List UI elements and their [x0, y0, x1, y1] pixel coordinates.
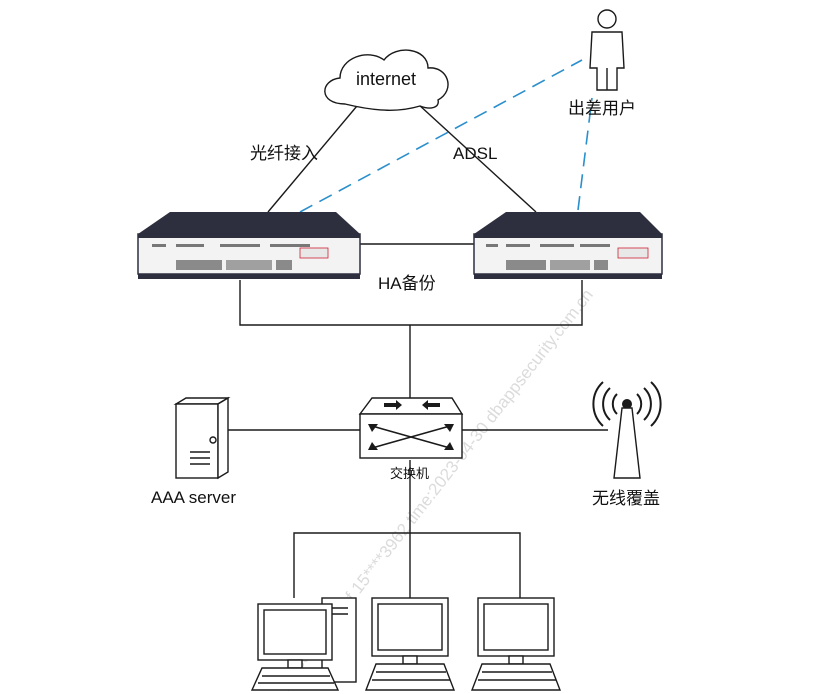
vpn-link-fw1: [299, 59, 583, 213]
vpn-lines: [299, 59, 593, 213]
adsl-label: ADSL: [453, 144, 497, 163]
server-icon: [173, 396, 231, 480]
firewall-device-2: [473, 212, 663, 279]
person-icon: [589, 9, 625, 91]
fiber-label: 光纤接入: [250, 144, 318, 163]
link-firewalls-to-bus: [239, 280, 583, 326]
wireless-label: 无线覆盖: [592, 489, 660, 508]
remote-user-label: 出差用户: [568, 99, 636, 118]
server-label: AAA server: [151, 488, 236, 507]
switch-icon: [358, 397, 464, 459]
cloud-label: internet: [356, 69, 416, 89]
connection-lines: [228, 99, 608, 598]
wireless-antenna-icon: [592, 381, 662, 479]
link-fiber: [267, 99, 363, 213]
internet-cloud-icon: [324, 49, 449, 111]
link-pcs-bus: [293, 532, 521, 598]
desktop-pc-icon-3: [470, 597, 562, 691]
desktop-pc-icon-2: [364, 597, 456, 691]
ha-label: HA备份: [378, 274, 436, 293]
vpn-link-fw2: [577, 97, 593, 211]
desktop-pc-icon-1: [250, 597, 357, 691]
link-adsl: [417, 103, 537, 213]
firewall-device-1: [137, 212, 361, 279]
switch-label: 交换机: [390, 466, 429, 481]
